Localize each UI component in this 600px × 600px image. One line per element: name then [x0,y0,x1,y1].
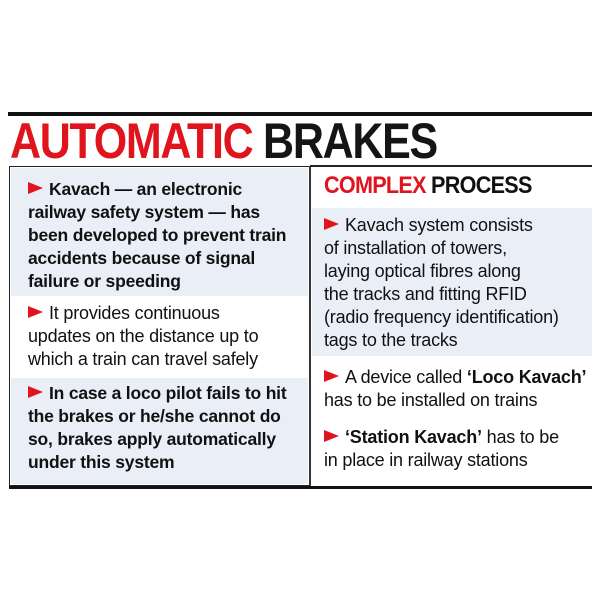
text-line: failure or speeding [28,271,181,291]
text-line: which a train can travel safely [28,349,258,369]
right-heading-black: PROCESS [431,172,532,199]
right-top-rule [310,165,592,167]
text-line: the tracks and fitting RFID [324,284,527,304]
arrow-bullet-icon [324,218,339,230]
text-line: of installation of towers, [324,238,507,258]
text-line: (radio frequency identification) [324,307,559,327]
left-panel [9,166,309,486]
text-span: has to be [481,427,559,447]
arrow-bullet-icon [28,182,43,194]
headline-black: BRAKES [263,113,438,169]
column-divider [309,166,311,488]
text-line: accidents because of signal [28,248,256,268]
left-item-2: It provides continuous updates on the di… [11,296,308,376]
text-span: A device called [345,367,467,387]
arrow-bullet-icon [324,370,339,382]
left-item-1: Kavach — an electronic railway safety sy… [11,168,308,296]
bold-term: ‘Station Kavach’ [345,427,482,447]
text-line: Kavach system consists [345,215,533,235]
right-item-3: ‘Station Kavach’ has to be in place in r… [312,426,592,478]
text-line: It provides continuous [49,303,220,323]
text-line: Kavach — an electronic [49,179,243,199]
arrow-bullet-icon [324,430,339,442]
text-line: so, brakes apply automatically [28,429,276,449]
right-heading-red: COMPLEX [324,172,426,199]
text-line: tags to the tracks [324,330,458,350]
text-line: updates on the distance up to [28,326,259,346]
right-item-1: Kavach system consists of installation o… [312,208,592,356]
arrow-bullet-icon [28,386,43,398]
top-rule [8,112,592,116]
text-line: under this system [28,452,175,472]
right-heading: COMPLEX PROCESS [324,172,532,200]
text-line: the brakes or he/she cannot do [28,406,281,426]
bottom-rule [9,486,592,489]
left-item-3: In case a loco pilot fails to hit the br… [11,378,308,484]
text-line: been developed to prevent train [28,225,287,245]
headline: AUTOMATIC BRAKES [10,113,438,169]
text-line: laying optical fibres along [324,261,521,281]
arrow-bullet-icon [28,306,43,318]
text-line: In case a loco pilot fails to hit [49,383,287,403]
right-item-2: A device called ‘Loco Kavach’ has to be … [312,366,592,418]
text-line: railway safety system — has [28,202,260,222]
bold-term: ‘Loco Kavach’ [466,367,587,387]
text-line: has to be installed on trains [324,390,538,410]
text-line: in place in railway stations [324,450,528,470]
headline-red: AUTOMATIC [10,113,254,169]
